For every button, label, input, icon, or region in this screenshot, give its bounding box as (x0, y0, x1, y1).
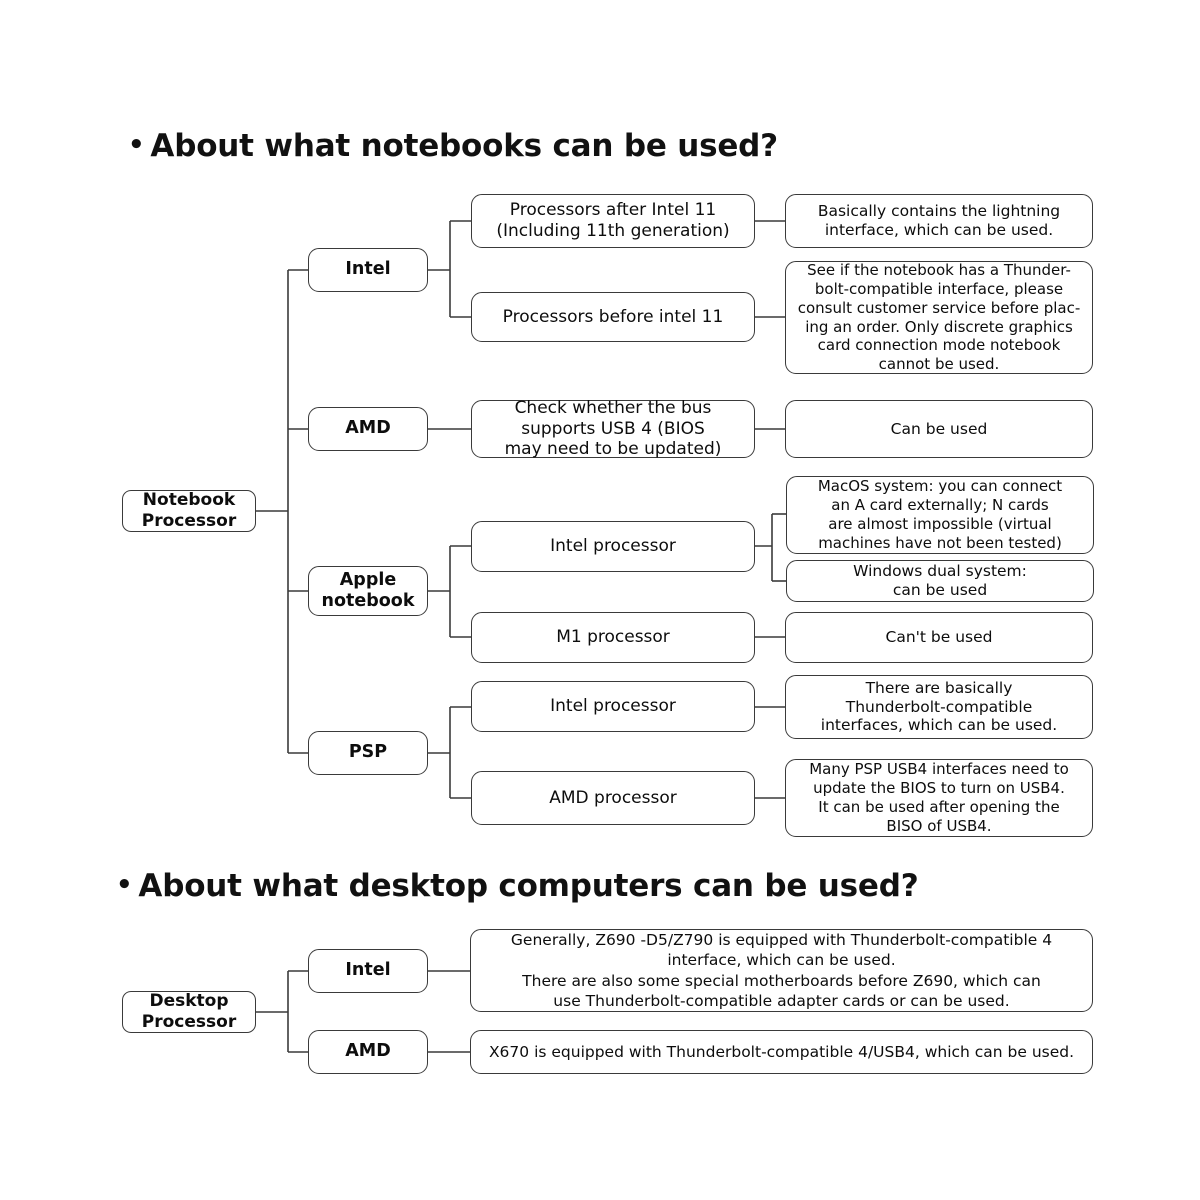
node-desktop-amd-note[interactable]: X670 is equipped with Thunderbolt-compat… (470, 1030, 1093, 1074)
node-notebook-amd[interactable]: AMD (308, 407, 428, 451)
node-label: Desktop Processor (141, 991, 237, 1032)
node-apple-intel-processor[interactable]: Intel processor (471, 521, 755, 572)
node-apple-windows-dual-result[interactable]: Windows dual system: can be used (786, 560, 1094, 602)
node-amd-check-bus[interactable]: Check whether the bus supports USB 4 (BI… (471, 397, 755, 460)
node-label: Can't be used (885, 628, 993, 647)
node-desktop-processor[interactable]: Desktop Processor (122, 991, 256, 1033)
node-label: Intel (345, 259, 391, 280)
node-psp-amd-result[interactable]: Many PSP USB4 interfaces need to update … (785, 759, 1093, 837)
node-label: PSP (348, 742, 388, 763)
bullet-glyph: • (128, 130, 145, 160)
node-apple-macos-result[interactable]: MacOS system: you can connect an A card … (786, 476, 1094, 554)
node-processors-after-intel11[interactable]: Processors after Intel 11 (Including 11t… (471, 194, 755, 248)
node-label: AMD (345, 1041, 391, 1062)
node-desktop-intel-note[interactable]: Generally, Z690 -D5/Z790 is equipped wit… (470, 929, 1093, 1012)
node-psp-intel-processor[interactable]: Intel processor (471, 681, 755, 732)
node-psp-amd-processor[interactable]: AMD processor (471, 771, 755, 825)
heading-notebooks-text: About what notebooks can be used? (150, 128, 778, 164)
node-label: Generally, Z690 -D5/Z790 is equipped wit… (510, 931, 1053, 1010)
heading-desktops-text: About what desktop computers can be used… (138, 868, 919, 904)
node-amd-result[interactable]: Can be used (785, 400, 1093, 458)
heading-desktops: •About what desktop computers can be use… (116, 868, 919, 904)
node-label: Notebook Processor (141, 490, 237, 531)
node-label: AMD (345, 418, 391, 439)
node-label: Intel processor (550, 696, 676, 717)
node-apple-m1-processor[interactable]: M1 processor (471, 612, 755, 663)
node-label: X670 is equipped with Thunderbolt-compat… (488, 1042, 1075, 1061)
node-label: Basically contains the lightning interfa… (817, 202, 1061, 239)
node-processors-before-intel11[interactable]: Processors before intel 11 (471, 292, 755, 342)
node-label: Windows dual system: can be used (853, 562, 1027, 599)
node-notebook-processor[interactable]: Notebook Processor (122, 490, 256, 532)
node-psp-intel-result[interactable]: There are basically Thunderbolt-compatib… (785, 675, 1093, 739)
node-intel-before11-result[interactable]: See if the notebook has a Thunder- bolt-… (785, 261, 1093, 374)
node-label: M1 processor (556, 627, 670, 648)
node-label: Many PSP USB4 interfaces need to update … (809, 760, 1069, 835)
node-label: Apple notebook (321, 569, 415, 611)
node-label: There are basically Thunderbolt-compatib… (820, 678, 1058, 735)
node-label: See if the notebook has a Thunder- bolt-… (797, 260, 1081, 374)
node-desktop-amd[interactable]: AMD (308, 1030, 428, 1074)
node-notebook-intel[interactable]: Intel (308, 248, 428, 292)
node-label: Processors before intel 11 (502, 306, 724, 327)
node-desktop-intel[interactable]: Intel (308, 949, 428, 993)
node-label: Can be used (890, 419, 988, 438)
node-notebook-psp[interactable]: PSP (308, 731, 428, 775)
node-apple-m1-result[interactable]: Can't be used (785, 612, 1093, 663)
node-label: Intel processor (550, 536, 676, 557)
node-label: Intel (345, 960, 391, 981)
node-label: MacOS system: you can connect an A card … (817, 477, 1063, 552)
node-label: Processors after Intel 11 (Including 11t… (496, 200, 730, 241)
node-label: AMD processor (549, 787, 677, 808)
node-label: Check whether the bus supports USB 4 (BI… (504, 397, 722, 460)
bullet-glyph: • (116, 870, 133, 900)
node-notebook-apple[interactable]: Apple notebook (308, 566, 428, 616)
node-intel-after11-result[interactable]: Basically contains the lightning interfa… (785, 194, 1093, 248)
heading-notebooks: •About what notebooks can be used? (128, 128, 778, 164)
